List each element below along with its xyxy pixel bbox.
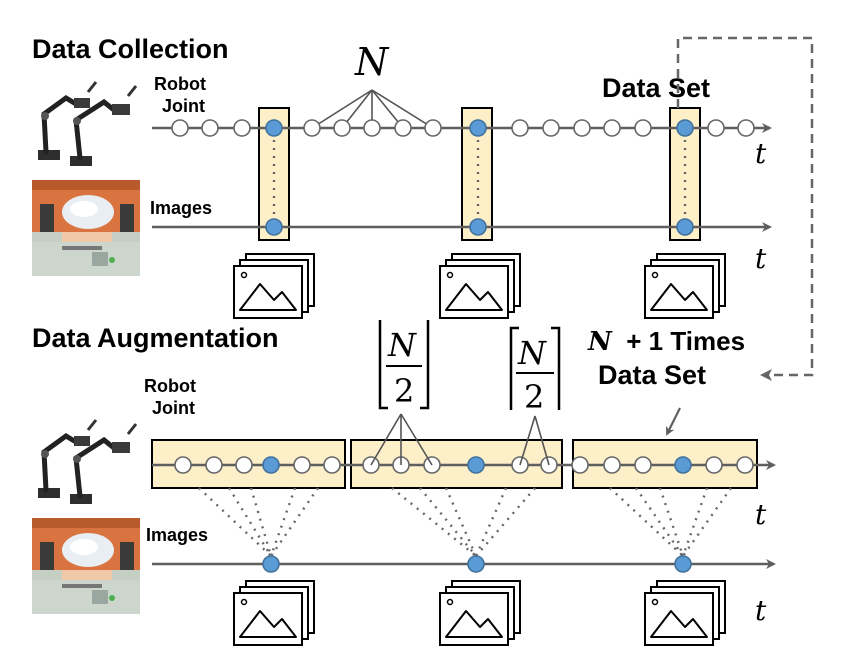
joint-sample	[573, 119, 591, 137]
image-stack-icon	[644, 253, 726, 319]
times-label: N + 1 Times	[587, 326, 745, 357]
times-pointer	[666, 407, 681, 436]
floor-numerator: N	[387, 326, 417, 364]
image-stack-icon	[233, 253, 315, 319]
joint-sample	[394, 119, 412, 137]
image-sample	[262, 555, 280, 573]
selected-sample	[265, 119, 283, 137]
joint-sample	[303, 119, 321, 137]
joint-sample	[634, 456, 652, 474]
joint-sample	[171, 119, 189, 137]
joint-samples	[171, 119, 755, 137]
convergence-lines	[198, 487, 732, 557]
image-stack-icon	[439, 580, 521, 646]
times-data-set-label: Data Set	[598, 360, 706, 390]
joint-sample	[424, 119, 442, 137]
floor-fan	[370, 413, 433, 466]
floor-n-over-2: N 2	[378, 320, 430, 410]
time-label: t	[755, 594, 767, 627]
joint-sample	[235, 456, 253, 474]
joint-label: Joint	[162, 96, 205, 116]
joint-sample	[707, 119, 725, 137]
time-label: t	[755, 498, 767, 531]
joint-sample	[363, 119, 381, 137]
images-label: Images	[146, 525, 208, 545]
camera-view-photo	[32, 518, 140, 614]
robot-label: Robot	[154, 74, 206, 94]
images-label: Images	[150, 198, 212, 218]
joint-sample	[333, 119, 351, 137]
joint-sample	[736, 456, 754, 474]
robot-arm-photo	[30, 76, 150, 166]
joint-sample	[603, 456, 621, 474]
joint-sample	[634, 119, 652, 137]
joint-sample	[603, 119, 621, 137]
selected-sample	[262, 456, 280, 474]
selected-sample	[469, 119, 487, 137]
floor-denominator: 2	[394, 372, 414, 410]
robot-label: Robot	[144, 376, 196, 396]
feedback-arrowhead	[760, 369, 772, 381]
joint-sample	[201, 119, 219, 137]
ceil-numerator: N	[517, 334, 547, 372]
joint-sample	[293, 456, 311, 474]
joint-sample	[323, 456, 341, 474]
time-label: t	[755, 137, 767, 170]
joint-sample	[233, 119, 251, 137]
joint-label: Joint	[152, 398, 195, 418]
robot-arm-photo	[30, 414, 150, 504]
camera-view-photo	[32, 180, 140, 276]
selected-sample	[674, 456, 692, 474]
feedback-arrow	[676, 36, 814, 377]
image-sample	[676, 218, 694, 236]
joint-sample	[511, 119, 529, 137]
time-label: t	[755, 242, 767, 275]
joint-sample	[737, 119, 755, 137]
image-stack-icon	[439, 253, 521, 319]
joint-sample	[705, 456, 723, 474]
selected-sample	[467, 456, 485, 474]
image-stack-icon	[644, 580, 726, 646]
joint-sample	[174, 456, 192, 474]
image-sample	[467, 555, 485, 573]
ceil-denominator: 2	[524, 378, 544, 416]
ceil-fan	[519, 415, 550, 466]
image-sample	[469, 218, 487, 236]
image-stack-icon	[233, 580, 315, 646]
joint-sample	[571, 456, 589, 474]
joint-sample	[205, 456, 223, 474]
data-set-label: Data Set	[602, 73, 710, 103]
selected-sample	[676, 119, 694, 137]
augmentation-title: Data Augmentation	[32, 323, 279, 353]
collection-title: Data Collection	[32, 34, 229, 64]
ceil-n-over-2: N 2	[509, 326, 561, 416]
image-sample	[674, 555, 692, 573]
n-symbol: N	[354, 40, 390, 84]
image-sample	[265, 218, 283, 236]
joint-sample	[542, 119, 560, 137]
